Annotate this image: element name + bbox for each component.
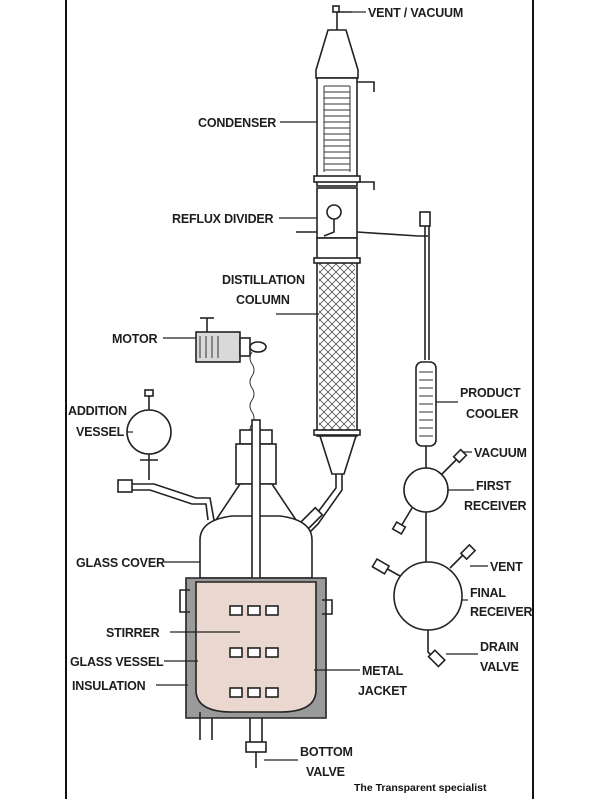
leader-lines bbox=[127, 11, 488, 761]
first-receiver bbox=[391, 448, 468, 540]
distillation-column bbox=[298, 237, 361, 537]
label-vent: VENT bbox=[490, 560, 523, 574]
label-cooler: COOLER bbox=[466, 407, 518, 421]
label-vent-vacuum: VENT / VACUUM bbox=[368, 6, 463, 20]
label-glass-vessel: GLASS VESSEL bbox=[70, 655, 164, 669]
credit-text: The Transparent specialist bbox=[354, 782, 487, 794]
label-final: FINAL bbox=[470, 586, 506, 600]
label-insulation: INSULATION bbox=[72, 679, 146, 693]
label-jacket: JACKET bbox=[358, 684, 407, 698]
label-product: PRODUCT bbox=[460, 386, 521, 400]
condenser bbox=[313, 29, 375, 190]
reactor-head bbox=[199, 419, 313, 701]
label-drain: DRAIN bbox=[480, 640, 519, 654]
label-condenser: CONDENSER bbox=[198, 116, 276, 130]
label-stirrer: STIRRER bbox=[106, 626, 160, 640]
label-addition: ADDITION bbox=[68, 404, 127, 418]
label-receiver-final: RECEIVER bbox=[470, 605, 532, 619]
addition-vessel bbox=[117, 389, 215, 521]
label-first: FIRST bbox=[476, 479, 512, 493]
label-glass-cover: GLASS COVER bbox=[76, 556, 165, 570]
label-metal: METAL bbox=[362, 664, 404, 678]
labels: VENT / VACUUM CONDENSER REFLUX DIVIDER D… bbox=[68, 6, 533, 794]
label-bottom: BOTTOM bbox=[300, 745, 353, 759]
label-column: COLUMN bbox=[236, 293, 290, 307]
label-receiver-first: RECEIVER bbox=[464, 499, 526, 513]
reactor-vessel bbox=[179, 577, 333, 768]
label-bottom-valve: VALVE bbox=[306, 765, 345, 779]
reflux-divider bbox=[296, 187, 428, 239]
final-receiver bbox=[371, 540, 477, 668]
label-reflux-divider: REFLUX DIVIDER bbox=[172, 212, 274, 226]
motor bbox=[195, 317, 267, 437]
product-cooler bbox=[415, 211, 437, 470]
label-distillation: DISTILLATION bbox=[222, 273, 305, 287]
top-vent bbox=[332, 5, 352, 30]
label-vessel: VESSEL bbox=[76, 425, 125, 439]
label-vacuum: VACUUM bbox=[474, 446, 527, 460]
label-motor: MOTOR bbox=[112, 332, 157, 346]
label-drain-valve: VALVE bbox=[480, 660, 519, 674]
